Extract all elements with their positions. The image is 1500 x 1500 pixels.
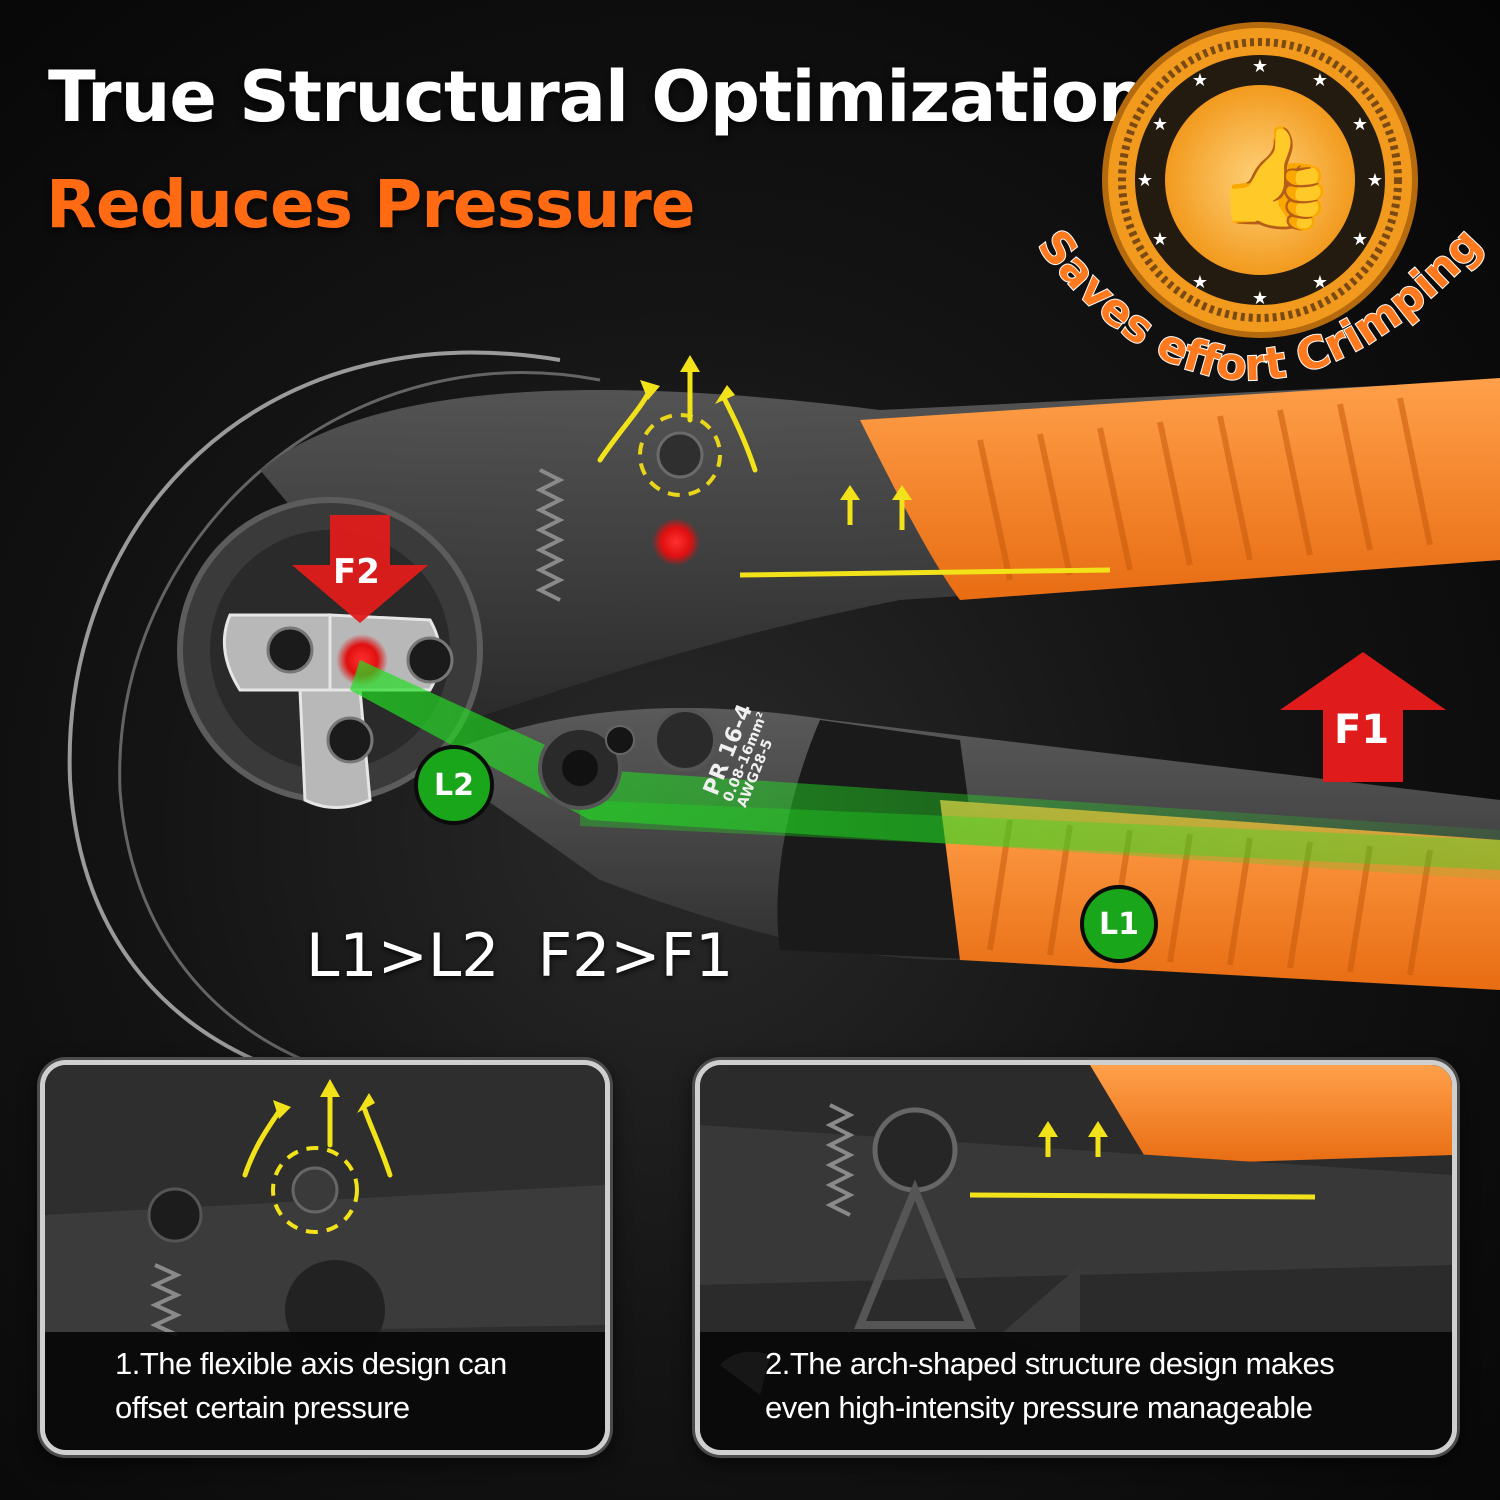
panel-1-caption: 1.The flexible axis design can offset ce… xyxy=(45,1332,605,1450)
badge-arc-text: Saves effort Crimping xyxy=(1027,217,1493,392)
svg-text:★: ★ xyxy=(1367,170,1383,191)
svg-text:★: ★ xyxy=(1312,70,1328,91)
panel-2-caption-line-2: even high-intensity pressure manageable xyxy=(765,1390,1313,1425)
feature-panel-2: 2.The arch-shaped structure design makes… xyxy=(695,1060,1457,1455)
lever-label-l1: L1 xyxy=(1080,885,1158,963)
lever-formula: L1>L2 F2>F1 xyxy=(306,921,734,991)
thumbs-up-icon: 👍 xyxy=(1213,119,1338,236)
svg-text:★: ★ xyxy=(1192,70,1208,91)
svg-text:★: ★ xyxy=(1352,229,1368,250)
svg-text:★: ★ xyxy=(1352,114,1368,135)
force-arrow-right-icon xyxy=(1280,652,1446,782)
force-arrow-top-icon xyxy=(292,515,428,623)
panel-1-caption-line-2: offset certain pressure xyxy=(115,1390,410,1425)
page-subtitle: Reduces Pressure xyxy=(46,166,696,243)
panel-2-caption: 2.The arch-shaped structure design makes… xyxy=(700,1332,1452,1450)
svg-text:★: ★ xyxy=(1312,272,1328,293)
force-label-f2: F2 xyxy=(333,552,380,592)
saves-effort-badge: ★ ★ ★ ★ ★ ★ ★ ★ ★ ★ ★ ★ xyxy=(1102,22,1418,338)
svg-text:★: ★ xyxy=(1252,56,1268,77)
force-label-f1: F1 xyxy=(1334,707,1390,753)
lever-label-l2: L2 xyxy=(414,745,494,825)
svg-text:Saves effort Crimping: Saves effort Crimping xyxy=(1028,218,1492,391)
svg-text:★: ★ xyxy=(1152,229,1168,250)
page-title: True Structural Optimization xyxy=(48,56,1148,138)
feature-panel-1: 1.The flexible axis design can offset ce… xyxy=(40,1060,610,1455)
svg-text:★: ★ xyxy=(1192,272,1208,293)
svg-text:★: ★ xyxy=(1152,114,1168,135)
svg-text:★: ★ xyxy=(1252,288,1268,309)
panel-1-caption-line-1: 1.The flexible axis design can xyxy=(115,1346,507,1381)
svg-text:★: ★ xyxy=(1137,170,1153,191)
panel-2-caption-line-1: 2.The arch-shaped structure design makes xyxy=(765,1346,1335,1381)
